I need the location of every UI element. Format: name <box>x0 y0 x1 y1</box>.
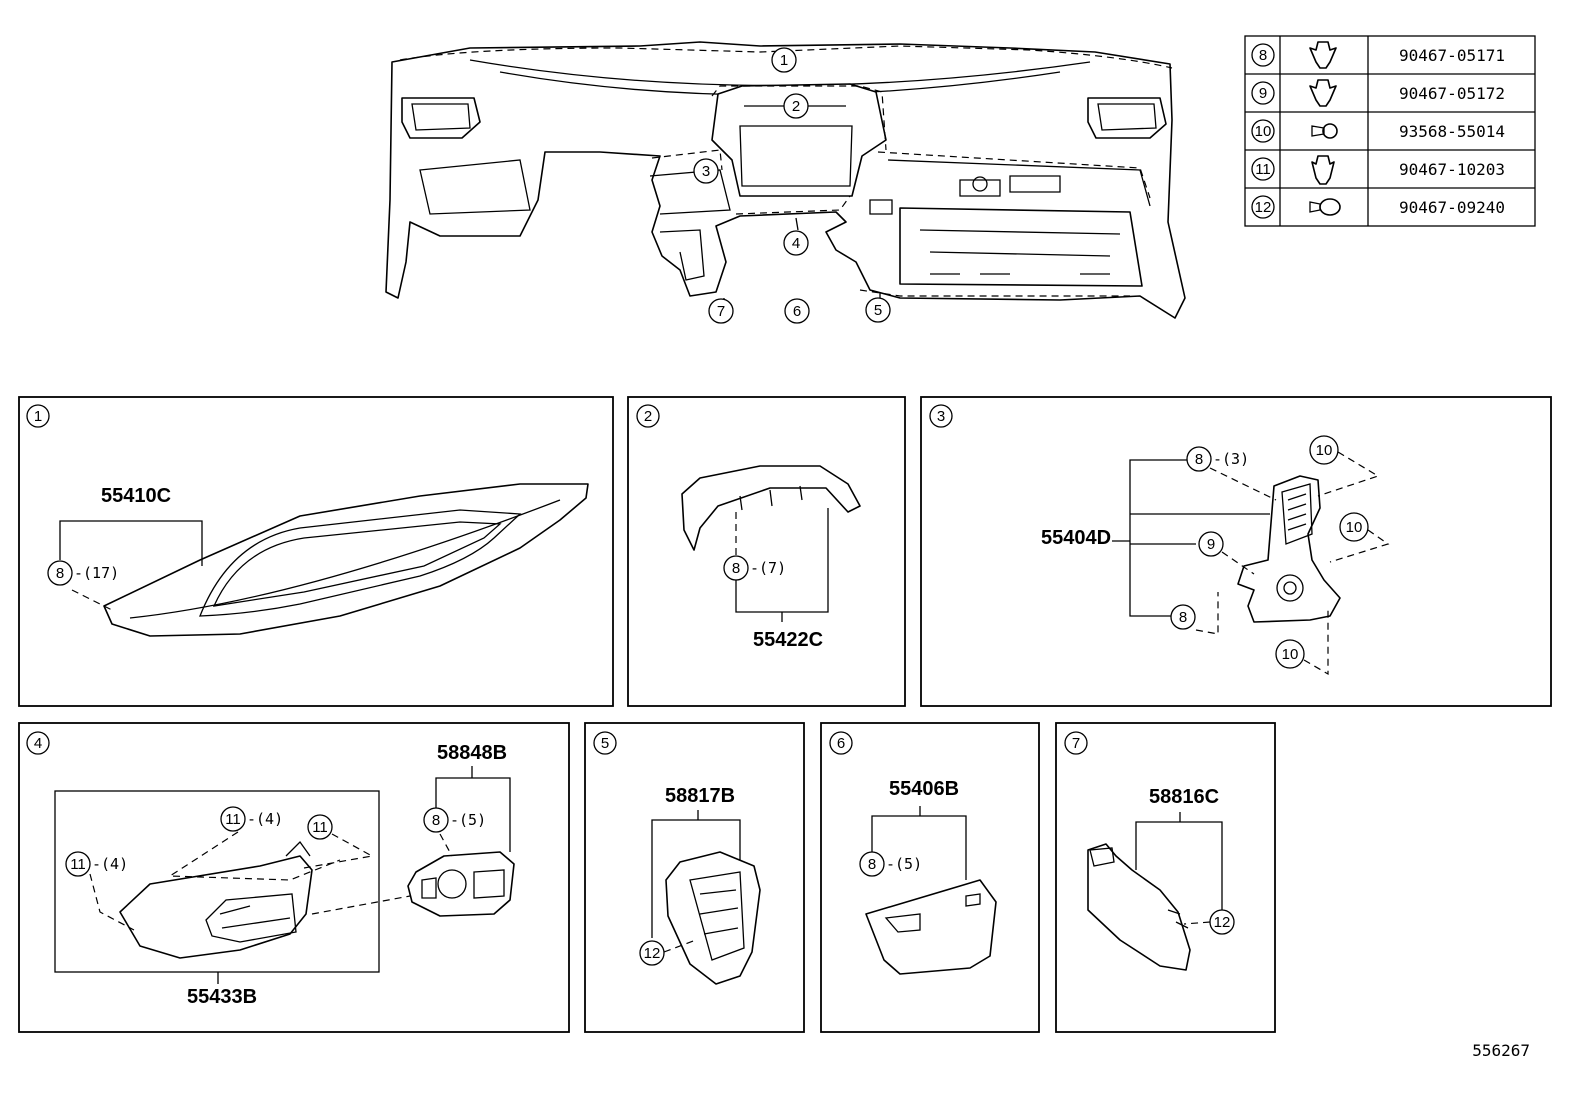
svg-text:6: 6 <box>837 735 845 752</box>
svg-text:5: 5 <box>601 735 609 752</box>
svg-text:11: 11 <box>1255 161 1271 178</box>
svg-text:11: 11 <box>70 856 86 873</box>
svg-text:90467-10203: 90467-10203 <box>1399 160 1505 179</box>
fastener-row-10: 10 93568-55014 <box>1251 119 1505 143</box>
svg-text:1: 1 <box>780 52 788 69</box>
svg-text:6: 6 <box>793 303 801 320</box>
side-lower-cover <box>1087 843 1191 971</box>
svg-text:10: 10 <box>1316 442 1333 459</box>
rivet-icon <box>1309 198 1341 216</box>
svg-text:55404D: 55404D <box>1041 527 1111 549</box>
svg-text:7: 7 <box>1072 735 1080 752</box>
svg-text:-(17): -(17) <box>74 564 119 582</box>
clip-icon <box>1311 155 1335 185</box>
svg-text:8: 8 <box>1179 609 1187 626</box>
svg-text:90467-05171: 90467-05171 <box>1399 46 1505 65</box>
panel-3: 3 55404D 8 -(3) 9 8 10 10 10 <box>920 396 1552 707</box>
panel-7: 7 58816C 12 <box>1055 722 1276 1033</box>
svg-text:90467-05172: 90467-05172 <box>1399 84 1505 103</box>
svg-text:-(5): -(5) <box>450 811 486 829</box>
fastener-table: 8 90467-05171 9 90467-05172 10 93568-550… <box>1244 35 1536 227</box>
svg-text:-(3): -(3) <box>1213 450 1249 468</box>
fastener-row-11: 11 90467-10203 <box>1251 155 1505 185</box>
svg-text:4: 4 <box>792 235 800 252</box>
svg-text:8: 8 <box>732 560 740 577</box>
svg-text:10: 10 <box>1255 123 1272 140</box>
screw-icon <box>1311 123 1338 139</box>
callout-6: 6 <box>784 298 810 324</box>
svg-text:93568-55014: 93568-55014 <box>1399 122 1505 141</box>
svg-text:8: 8 <box>1195 451 1203 468</box>
svg-text:2: 2 <box>792 98 800 115</box>
instrument-panel-assembly <box>385 41 1186 319</box>
svg-text:8: 8 <box>868 856 876 873</box>
fastener-row-9: 9 90467-05172 <box>1251 79 1505 107</box>
svg-text:9: 9 <box>1259 85 1267 102</box>
instrument-cluster-pad <box>103 483 589 637</box>
clip-icon <box>1309 41 1337 69</box>
svg-text:8: 8 <box>1259 47 1267 64</box>
svg-text:55433B: 55433B <box>187 986 257 1008</box>
panel-2: 2 8 -(7) 55422C <box>627 396 906 707</box>
clip-icon <box>1309 79 1337 107</box>
callout-4: 4 <box>783 230 809 256</box>
svg-text:9: 9 <box>1207 536 1215 553</box>
svg-text:3: 3 <box>702 163 710 180</box>
panel-6: 6 55406B 8 -(5) <box>820 722 1040 1033</box>
svg-text:12: 12 <box>1255 199 1272 216</box>
cluster-hood-cover <box>681 465 861 551</box>
panel-4: 4 58848B 8 -(5) 11 -(4) 11 11 -(4) <box>18 722 570 1033</box>
knee-panel-bracket <box>665 851 761 985</box>
lower-cover <box>865 879 997 975</box>
svg-text:12: 12 <box>644 945 661 962</box>
svg-text:3: 3 <box>937 408 945 425</box>
center-lower-panel <box>119 840 313 959</box>
svg-text:5: 5 <box>874 302 882 319</box>
svg-text:-(5): -(5) <box>886 855 922 873</box>
callout-3: 3 <box>693 158 719 184</box>
callout-5: 5 <box>865 297 891 323</box>
diagram-id: 556267 <box>1472 1041 1530 1060</box>
callout-2: 2 <box>783 93 809 119</box>
svg-text:2: 2 <box>644 408 652 425</box>
callout-1: 1 <box>771 47 797 73</box>
panel-1: 1 55410C 8 -(17) <box>18 396 614 707</box>
svg-text:58817B: 58817B <box>665 785 735 807</box>
svg-text:10: 10 <box>1282 646 1299 663</box>
svg-text:-(4): -(4) <box>92 855 128 873</box>
svg-text:8: 8 <box>432 812 440 829</box>
svg-text:-(4): -(4) <box>247 810 283 828</box>
callout-7: 7 <box>708 298 734 324</box>
fastener-row-12: 12 90467-09240 <box>1251 195 1505 219</box>
svg-text:55406B: 55406B <box>889 778 959 800</box>
panel-5: 5 58817B 12 <box>584 722 805 1033</box>
svg-text:7: 7 <box>717 303 725 320</box>
svg-text:11: 11 <box>225 811 241 828</box>
svg-text:90467-09240: 90467-09240 <box>1399 198 1505 217</box>
svg-text:10: 10 <box>1346 519 1363 536</box>
switch-bezel <box>407 851 515 917</box>
svg-text:58816C: 58816C <box>1149 786 1219 808</box>
svg-text:55410C: 55410C <box>101 485 171 507</box>
svg-text:1: 1 <box>34 408 42 425</box>
svg-text:4: 4 <box>34 735 42 752</box>
svg-text:11: 11 <box>312 819 328 836</box>
svg-text:55422C: 55422C <box>753 629 823 651</box>
svg-text:-(7): -(7) <box>750 559 786 577</box>
side-vent-panel <box>1237 475 1341 623</box>
svg-text:8: 8 <box>56 565 64 582</box>
svg-text:12: 12 <box>1214 914 1231 931</box>
svg-text:58848B: 58848B <box>437 742 507 764</box>
fastener-row-8: 8 90467-05171 <box>1251 41 1505 69</box>
